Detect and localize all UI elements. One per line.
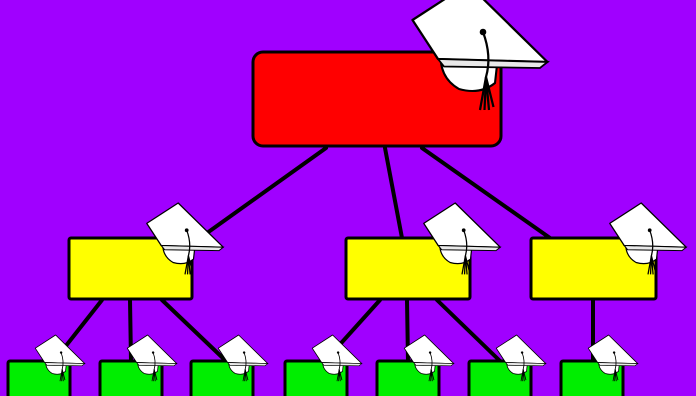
node-boxes — [6, 50, 658, 396]
connector-root-to-mid-1 — [198, 146, 328, 240]
graduation-cap-icon — [311, 334, 363, 382]
graduation-cap-icon — [609, 202, 688, 275]
connector-mid-2-to-leaf-6 — [435, 298, 502, 363]
graduation-cap-icon — [411, 0, 550, 111]
graduation-cap-icon — [126, 334, 178, 382]
connector-root-to-mid-3 — [420, 146, 552, 240]
node-box-mid-3 — [529, 236, 658, 301]
graduation-cap-icon — [423, 202, 502, 275]
connector-root-to-mid-2 — [383, 146, 404, 240]
graduation-cap-icon — [217, 334, 269, 382]
node-box-root — [251, 50, 503, 148]
graduation-cap-icon — [495, 334, 547, 382]
graduation-cap-icon — [587, 334, 639, 382]
graduation-cap-icons — [34, 0, 688, 382]
graduation-cap-icon — [34, 334, 86, 382]
graduation-cap-icon — [146, 202, 225, 275]
connector-mid-1-to-leaf-3 — [160, 298, 228, 363]
graduation-cap-icon — [403, 334, 455, 382]
node-box-mid-2 — [344, 236, 472, 301]
